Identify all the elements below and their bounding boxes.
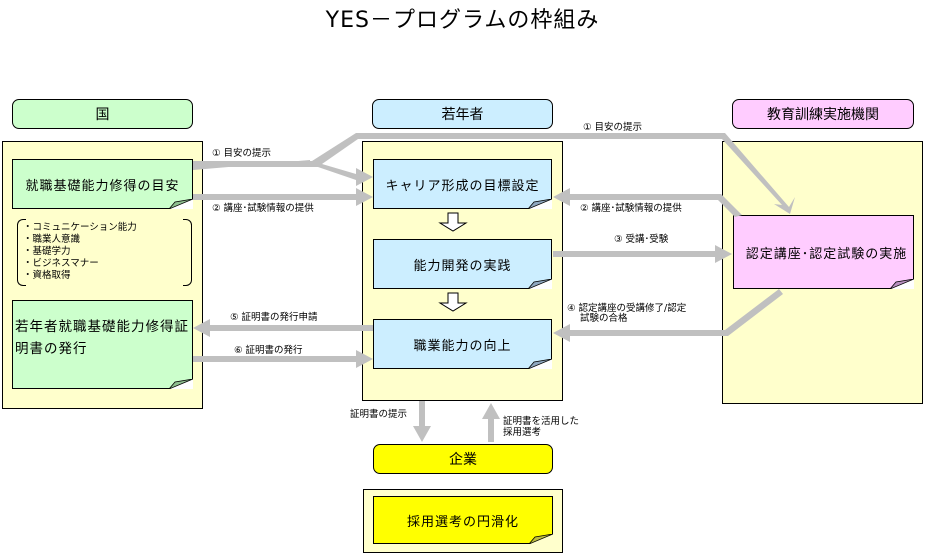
- skill-item: ・コミュニケーション能力: [23, 222, 137, 233]
- label-teiji: 証明書の提示: [350, 409, 408, 420]
- box-meyasu: 就職基礎能力修得の目安: [12, 159, 193, 209]
- page-fold-icon: [528, 279, 552, 289]
- box-shokugyo-noryoku-label: 職業能力の向上: [413, 338, 512, 354]
- box-shokugyo-noryoku: 職業能力の向上: [373, 319, 552, 369]
- header-kuni: 国: [12, 99, 193, 129]
- page-fold-icon: [528, 199, 552, 209]
- header-kikan: 教育訓練実施機関: [732, 99, 914, 129]
- box-noryoku-kaihatsu-label: 能力開発の実践: [413, 258, 512, 274]
- header-kigyo: 企業: [373, 444, 553, 474]
- bracket-right: [183, 219, 192, 286]
- label-arrow-1-left: ① 目安の提示: [212, 148, 272, 159]
- skill-item: ・資格取得: [23, 270, 71, 281]
- label-arrow-5: ⑤ 証明書の発行申請: [230, 312, 318, 323]
- label-arrow-3: ③ 受講･受験: [614, 234, 669, 245]
- box-shomeisho-hakko: 若年者就職基礎能力修得証明書の発行: [12, 300, 193, 389]
- page-fold-icon: [890, 279, 914, 289]
- box-nintei: 認定講座･認定試験の実施: [733, 215, 914, 289]
- box-career-label: キャリア形成の目標設定: [385, 178, 540, 194]
- page-fold-icon: [528, 359, 552, 369]
- arrow-1-left: [193, 160, 310, 170]
- box-saiyo: 採用選考の円滑化: [373, 496, 553, 544]
- label-arrow-6: ⑥ 証明書の発行: [234, 345, 303, 356]
- box-shomeisho-hakko-label: 若年者就職基礎能力修得証明書の発行: [15, 318, 189, 357]
- arrow-3: [553, 245, 732, 263]
- skill-item: ・基礎学力: [23, 246, 71, 257]
- label-katsuyo-line2: 採用選考: [503, 427, 542, 438]
- arrow-teiji: [413, 401, 431, 442]
- label-arrow-2-left: ② 講座･試験情報の提供: [212, 203, 314, 214]
- page-fold-icon: [169, 199, 193, 209]
- label-katsuyo-line1: 証明書を活用した: [503, 416, 580, 427]
- arrow-katsuyo: [482, 403, 500, 442]
- page-title: YES－プログラムの枠組み: [325, 8, 600, 33]
- page-fold-icon: [529, 534, 553, 544]
- label-arrow-4-line1: ④ 認定講座の受講修了/認定: [567, 303, 687, 314]
- skills-list: ・コミュニケーション能力 ・職業人意識 ・基礎学力 ・ビジネスマナー ・資格取得: [17, 219, 192, 286]
- label-arrow-4-line2: 試験の合格: [580, 313, 628, 324]
- bracket-left: [17, 219, 26, 286]
- page-fold-icon: [169, 379, 193, 389]
- label-arrow-1-right: ① 目安の提示: [583, 122, 643, 133]
- box-career: キャリア形成の目標設定: [373, 159, 552, 209]
- box-saiyo-label: 採用選考の円滑化: [406, 514, 519, 530]
- header-wakamono: 若年者: [372, 99, 553, 129]
- box-noryoku-kaihatsu: 能力開発の実践: [373, 239, 552, 289]
- skill-item: ・職業人意識: [23, 234, 81, 245]
- box-nintei-label: 認定講座･認定試験の実施: [745, 246, 908, 262]
- skill-item: ・ビジネスマナー: [23, 258, 99, 269]
- label-arrow-2-right: ② 講座･試験情報の提供: [580, 203, 682, 214]
- box-meyasu-label: 就職基礎能力修得の目安: [25, 178, 180, 194]
